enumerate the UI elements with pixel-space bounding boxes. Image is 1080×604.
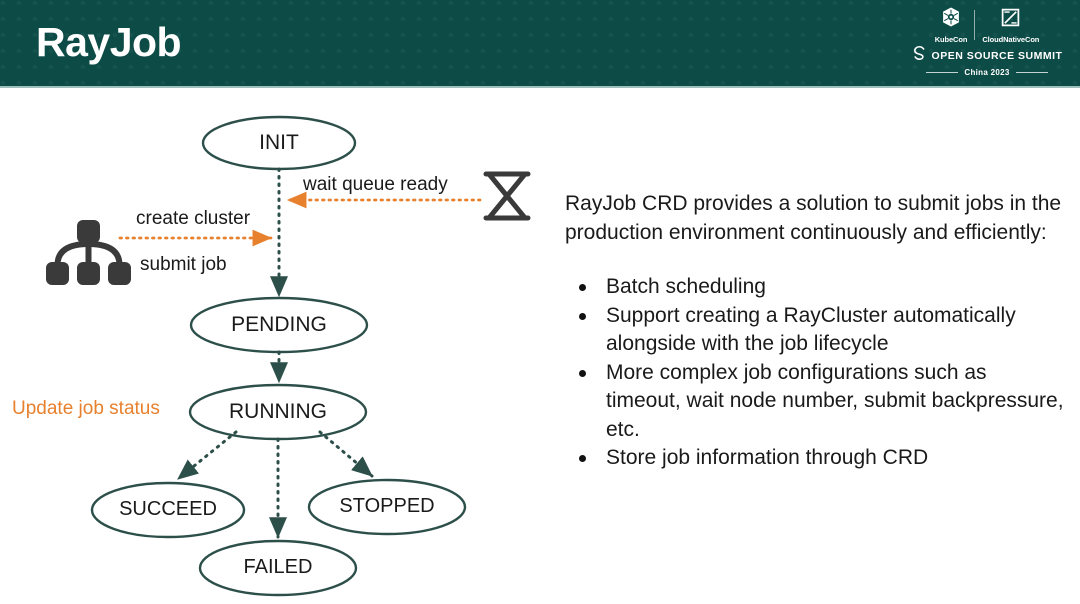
bullet-dot-icon bbox=[579, 455, 586, 462]
kubecon-label: KubeCon bbox=[934, 35, 968, 44]
content-panel: RayJob CRD provides a solution to submit… bbox=[565, 190, 1065, 473]
node-label-succeed: SUCCEED bbox=[119, 498, 217, 520]
list-item: Batch scheduling bbox=[565, 273, 1065, 302]
list-item: Support creating a RayCluster automatica… bbox=[565, 302, 1065, 359]
edge-label-submit-job: submit job bbox=[140, 254, 227, 275]
node-label-init: INIT bbox=[259, 131, 299, 154]
cloudnativecon-square-icon bbox=[1000, 7, 1021, 33]
node-succeed bbox=[90, 481, 246, 539]
list-item-text: More complex job configurations such as … bbox=[606, 360, 1064, 441]
kubernetes-helm-icon bbox=[940, 6, 962, 33]
open-source-summit-s-icon bbox=[912, 45, 927, 67]
slide-header: RayJob bbox=[0, 0, 1080, 86]
edition-row: China 2023 bbox=[904, 65, 1070, 79]
header-divider bbox=[0, 86, 1080, 88]
node-label-failed: FAILED bbox=[243, 556, 313, 578]
intro-paragraph: RayJob CRD provides a solution to submit… bbox=[565, 192, 1062, 244]
logo-brands-row: KubeCon CloudNativeCon bbox=[904, 4, 1070, 46]
edition-label: China 2023 bbox=[964, 67, 1010, 77]
page-title: RayJob bbox=[36, 19, 182, 65]
summit-row: OPEN SOURCE SUMMIT bbox=[904, 45, 1070, 67]
list-item: Store job information through CRD bbox=[565, 444, 1065, 473]
node-label-running: RUNNING bbox=[229, 400, 327, 423]
list-item-text: Support creating a RayCluster automatica… bbox=[606, 303, 1016, 356]
bullet-dot-icon bbox=[579, 312, 586, 320]
cloudnativecon-brand: CloudNativeCon bbox=[982, 7, 1039, 44]
node-label-stopped: STOPPED bbox=[339, 495, 435, 517]
edge-label-update-job-status: Update job status bbox=[12, 398, 160, 419]
logo-dash-right bbox=[1015, 71, 1048, 73]
list-item-text: Batch scheduling bbox=[606, 275, 766, 298]
bullet-dot-icon bbox=[579, 284, 586, 291]
feature-bullet-list: Batch scheduling Support creating a RayC… bbox=[565, 273, 1065, 473]
node-failed bbox=[198, 539, 358, 597]
kubecon-brand: KubeCon bbox=[934, 6, 968, 44]
logo-dash-left bbox=[926, 71, 959, 73]
edge-running-to-stopped bbox=[318, 430, 374, 478]
open-source-summit-label: OPEN SOURCE SUMMIT bbox=[931, 49, 1063, 62]
hourglass-icon bbox=[483, 171, 531, 221]
rayjob-state-diagram: INIT PENDING RUNNING SUCCEED FAILED STOP… bbox=[0, 86, 545, 604]
node-label-pending: PENDING bbox=[231, 313, 327, 336]
list-item: More complex job configurations such as … bbox=[565, 359, 1065, 445]
node-stopped bbox=[307, 478, 467, 536]
edge-running-to-succeed bbox=[176, 430, 238, 481]
edge-label-create-cluster: create cluster bbox=[136, 208, 251, 229]
logo-divider bbox=[974, 10, 976, 40]
list-item-text: Store job information through CRD bbox=[606, 446, 929, 469]
cloudnativecon-label: CloudNativeCon bbox=[982, 34, 1040, 44]
edge-label-wait-queue-ready: wait queue ready bbox=[303, 174, 448, 195]
conference-logo-lockup: KubeCon CloudNativeCon bbox=[904, 4, 1070, 82]
cluster-topology-icon bbox=[46, 220, 131, 285]
bullet-dot-icon bbox=[579, 369, 586, 377]
